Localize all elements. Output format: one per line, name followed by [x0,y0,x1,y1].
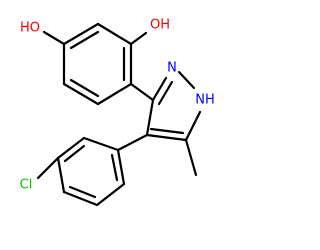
pyrazole-nh-label: NH [195,93,215,108]
bond [96,22,133,46]
double-bond [69,78,100,98]
bond [56,136,86,160]
bond [145,133,188,142]
double-bond [157,80,174,106]
bond [184,110,202,142]
bond [96,82,133,106]
pyrazole-n-label: N [167,61,177,76]
bond [116,133,149,152]
bond [177,70,196,90]
molecule-diagram: HO OH N NH Cl [20,18,215,207]
double-bond [110,153,119,182]
chlorophenyl-ring [36,136,126,207]
double-bond [149,127,185,135]
bond [42,30,66,46]
bond [95,182,126,207]
methyl-bond [184,138,198,177]
double-bond [68,185,97,199]
bond [129,31,148,46]
bond [129,82,155,102]
structure-canvas: HO OH N NH Cl [20,18,215,207]
bond [82,136,120,152]
bond [62,82,100,106]
bond [151,76,168,102]
bond [56,156,66,194]
resorcinol-ring [42,22,148,106]
bond [145,98,155,137]
hydroxyl-label-left: HO [20,21,40,36]
bond [62,22,100,46]
chloro-label: Cl [20,178,33,193]
double-bond [63,144,86,163]
bond [62,190,99,207]
hydroxyl-label-right: OH [150,18,170,33]
pyrazole-ring [145,70,202,177]
double-bond [69,30,100,50]
bond [36,156,60,180]
bond [116,148,126,186]
